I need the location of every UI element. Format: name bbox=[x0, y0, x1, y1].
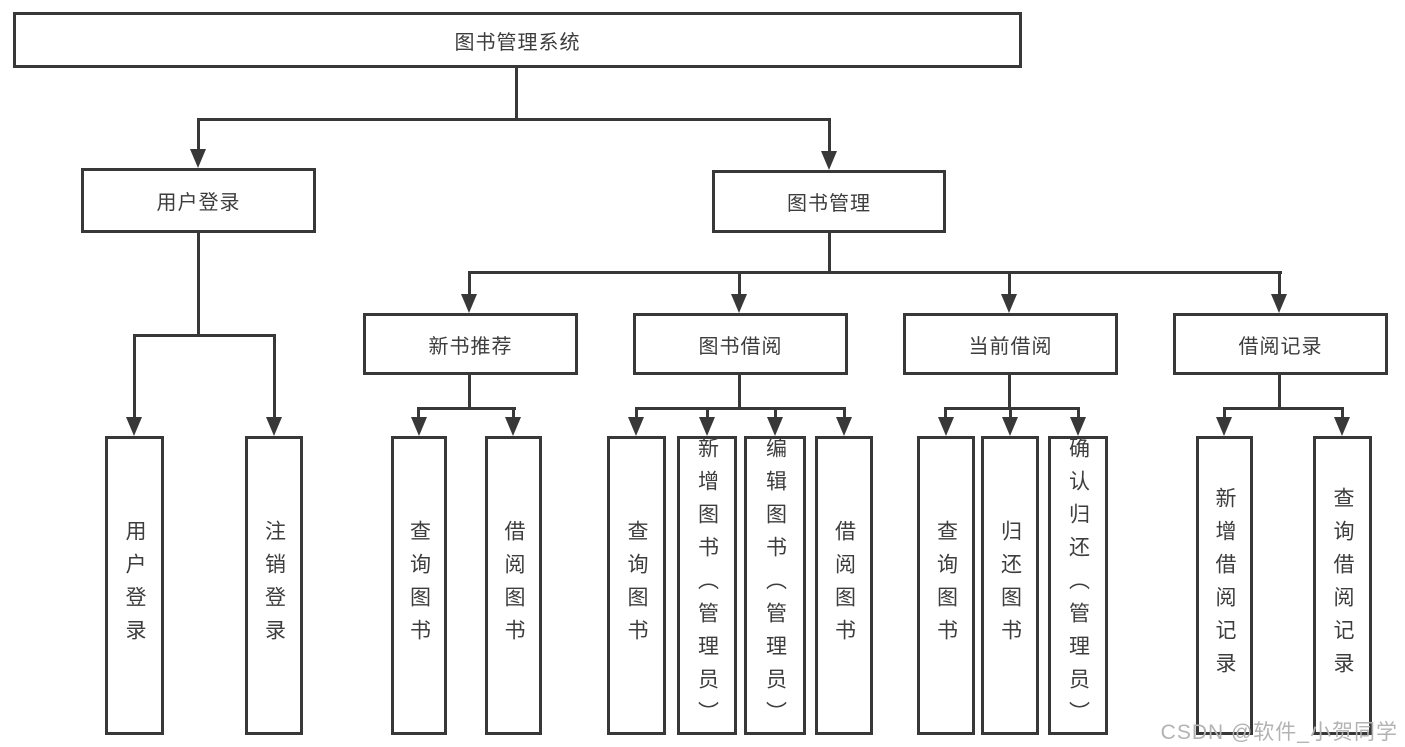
connector-line bbox=[706, 407, 709, 425]
connector-line bbox=[738, 271, 741, 296]
arrowhead-down-icon bbox=[126, 417, 142, 436]
node-label: 查询图书 bbox=[934, 519, 958, 652]
leaf-query-borrow-record: 查询借阅记录 bbox=[1313, 436, 1372, 735]
node-label: 借阅图书 bbox=[832, 519, 856, 652]
node-label: 当前借阅 bbox=[968, 335, 1053, 358]
node-label: 新增借阅记录 bbox=[1213, 486, 1236, 685]
connector-line bbox=[417, 407, 516, 410]
leaf-query-books: 查询图书 bbox=[391, 436, 447, 735]
connector-line bbox=[468, 375, 471, 410]
connector-line bbox=[197, 233, 200, 336]
connector-line bbox=[1223, 407, 1226, 425]
arrowhead-down-icon bbox=[699, 417, 715, 436]
arrowhead-down-icon bbox=[1271, 294, 1287, 313]
csdn-watermark: CSDN @软件_小贺同学 bbox=[1160, 721, 1398, 744]
leaf-add-borrow-record: 新增借阅记录 bbox=[1196, 436, 1253, 735]
node-label: 注销登录 bbox=[262, 519, 286, 652]
connector-line bbox=[1008, 375, 1011, 410]
leaf-confirm-return-admin: 确认归还（管理员） bbox=[1048, 436, 1108, 735]
node-label: 图书管理 bbox=[787, 193, 871, 215]
connector-line bbox=[417, 407, 420, 425]
node-label: 查询借阅记录 bbox=[1331, 486, 1354, 685]
node-label: 查询图书 bbox=[625, 519, 648, 652]
connector-line bbox=[1009, 407, 1012, 425]
arrowhead-down-icon bbox=[1001, 294, 1017, 313]
connector-line bbox=[468, 271, 1282, 274]
node-label: 编辑图书（管理员） bbox=[763, 437, 787, 734]
connector-line bbox=[1278, 271, 1281, 296]
arrowhead-down-icon bbox=[1334, 417, 1350, 436]
node-label: 查询图书 bbox=[407, 519, 431, 652]
leaf-add-books-admin: 新增图书（管理员） bbox=[677, 436, 737, 735]
connector-line bbox=[635, 407, 846, 410]
node-label: 新增图书（管理员） bbox=[695, 437, 719, 734]
connector-line bbox=[1341, 407, 1344, 425]
arrowhead-down-icon bbox=[1070, 417, 1086, 436]
node-new-book-recommendation: 新书推荐 bbox=[363, 313, 578, 375]
leaf-query-books: 查询图书 bbox=[917, 436, 975, 735]
arrowhead-down-icon bbox=[821, 151, 837, 170]
node-label: 图书借阅 bbox=[698, 335, 783, 358]
arrowhead-down-icon bbox=[628, 417, 644, 436]
arrowhead-down-icon bbox=[1002, 417, 1018, 436]
connector-line bbox=[1008, 271, 1011, 296]
connector-line bbox=[1278, 375, 1281, 410]
leaf-borrow-books: 借阅图书 bbox=[485, 436, 542, 735]
node-label: 图书管理系统 bbox=[454, 31, 581, 54]
leaf-borrow-books: 借阅图书 bbox=[815, 436, 873, 735]
connector-line bbox=[828, 118, 831, 154]
arrowhead-down-icon bbox=[505, 417, 521, 436]
node-label: 新书推荐 bbox=[428, 335, 513, 358]
arrowhead-down-icon bbox=[938, 417, 954, 436]
connector-line bbox=[944, 407, 1080, 410]
connector-line bbox=[843, 407, 846, 425]
connector-line bbox=[197, 118, 200, 152]
leaf-user-login: 用户登录 bbox=[105, 436, 164, 735]
connector-line bbox=[774, 407, 777, 425]
connector-line bbox=[133, 334, 276, 337]
node-label: 借阅记录 bbox=[1238, 335, 1323, 358]
node-label: 用户登录 bbox=[123, 519, 146, 652]
leaf-return-books: 归还图书 bbox=[981, 436, 1039, 735]
connector-line bbox=[944, 407, 947, 425]
node-borrowing-records: 借阅记录 bbox=[1173, 313, 1388, 375]
node-book-management: 图书管理 bbox=[712, 170, 946, 233]
node-book-borrowing: 图书借阅 bbox=[633, 313, 848, 375]
connector-line bbox=[468, 271, 471, 296]
connector-line bbox=[133, 334, 136, 418]
arrowhead-down-icon bbox=[836, 417, 852, 436]
node-user-login: 用户登录 bbox=[81, 168, 316, 233]
connector-line bbox=[1077, 407, 1080, 425]
arrowhead-down-icon bbox=[411, 417, 427, 436]
connector-line bbox=[635, 407, 638, 425]
connector-line bbox=[1223, 407, 1344, 410]
arrowhead-down-icon bbox=[461, 294, 477, 313]
leaf-logout: 注销登录 bbox=[245, 436, 303, 735]
node-library-management-system: 图书管理系统 bbox=[13, 12, 1022, 68]
connector-line bbox=[512, 407, 515, 425]
arrowhead-down-icon bbox=[190, 149, 206, 168]
connector-line bbox=[515, 68, 518, 121]
node-label: 用户登录 bbox=[156, 192, 241, 214]
node-label: 确认归还（管理员） bbox=[1066, 437, 1090, 734]
arrowhead-down-icon bbox=[731, 294, 747, 313]
arrowhead-down-icon bbox=[266, 417, 282, 436]
node-label: 归还图书 bbox=[998, 519, 1022, 652]
node-current-borrowing: 当前借阅 bbox=[903, 313, 1118, 375]
arrowhead-down-icon bbox=[1216, 417, 1232, 436]
leaf-query-books: 查询图书 bbox=[607, 436, 666, 735]
connector-line bbox=[273, 334, 276, 418]
leaf-edit-books-admin: 编辑图书（管理员） bbox=[744, 436, 806, 735]
node-label: 借阅图书 bbox=[502, 519, 525, 652]
connector-line bbox=[197, 118, 831, 121]
connector-line bbox=[738, 375, 741, 410]
connector-line bbox=[828, 233, 831, 273]
arrowhead-down-icon bbox=[767, 417, 783, 436]
